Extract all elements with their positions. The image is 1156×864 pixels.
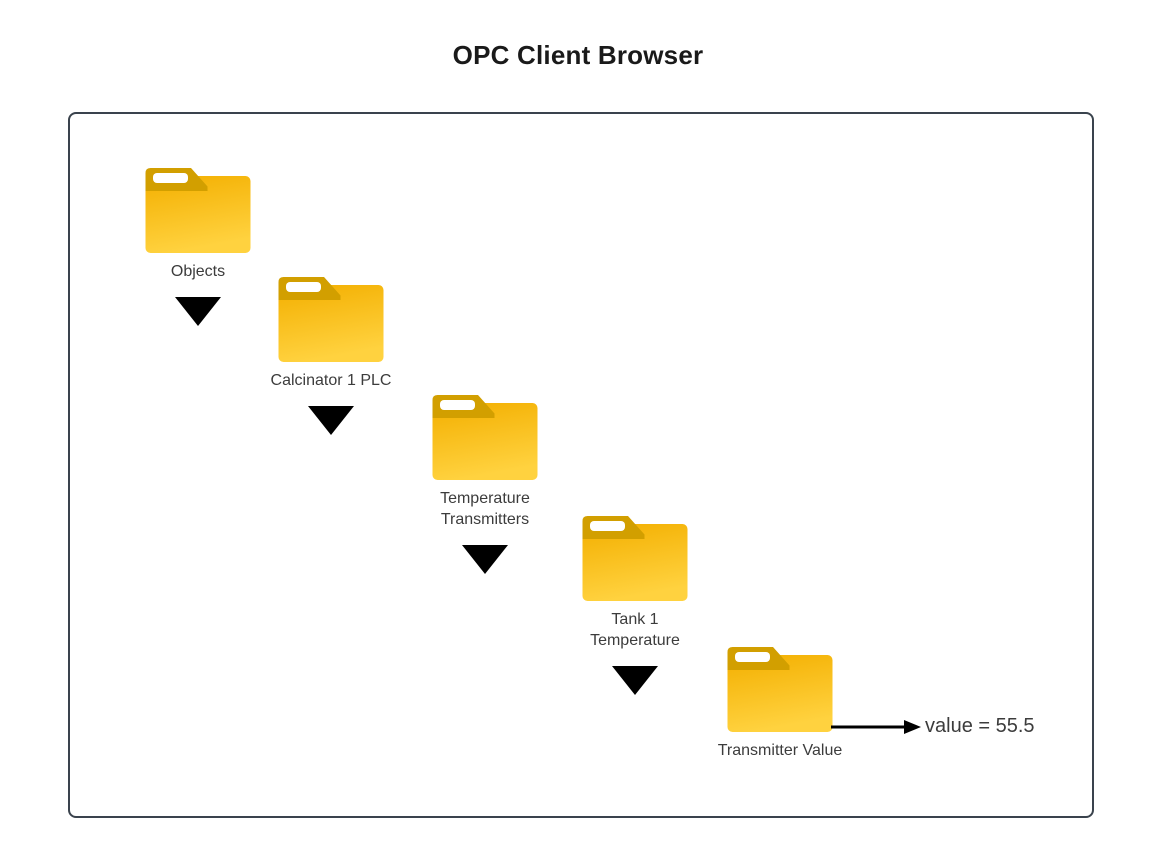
value-arrow-icon — [831, 720, 921, 734]
folder-icon — [145, 168, 251, 253]
folder-icon — [582, 516, 688, 601]
tree-node-transmitter-value: Transmitter Value — [690, 644, 870, 761]
down-triangle-icon — [175, 297, 221, 326]
tree-node-tank-1-temperature: Tank 1 Temperature — [545, 513, 725, 695]
down-triangle-icon — [308, 406, 354, 435]
node-label: Transmitter Value — [717, 742, 843, 759]
folder-icon — [727, 647, 833, 732]
node-label: Calcinator 1 PLC — [270, 372, 392, 389]
tree-node-temperature-transmitters: Temperature Transmitters — [395, 392, 575, 574]
diagram-title: OPC Client Browser — [452, 40, 704, 70]
canvas-frame — [68, 112, 1094, 818]
down-triangle-icon — [612, 666, 658, 695]
tree-node-objects: Objects — [108, 165, 288, 326]
node-label: Temperature Transmitters — [440, 490, 530, 528]
down-triangle-icon — [462, 545, 508, 574]
tree-node-calcinator-1-plc: Calcinator 1 PLC — [241, 274, 421, 435]
folder-icon — [432, 395, 538, 480]
node-label: Objects — [170, 263, 226, 280]
node-label: Tank 1 Temperature — [590, 611, 680, 649]
value-label: value = 55.5 — [925, 715, 1035, 737]
folder-icon — [278, 277, 384, 362]
